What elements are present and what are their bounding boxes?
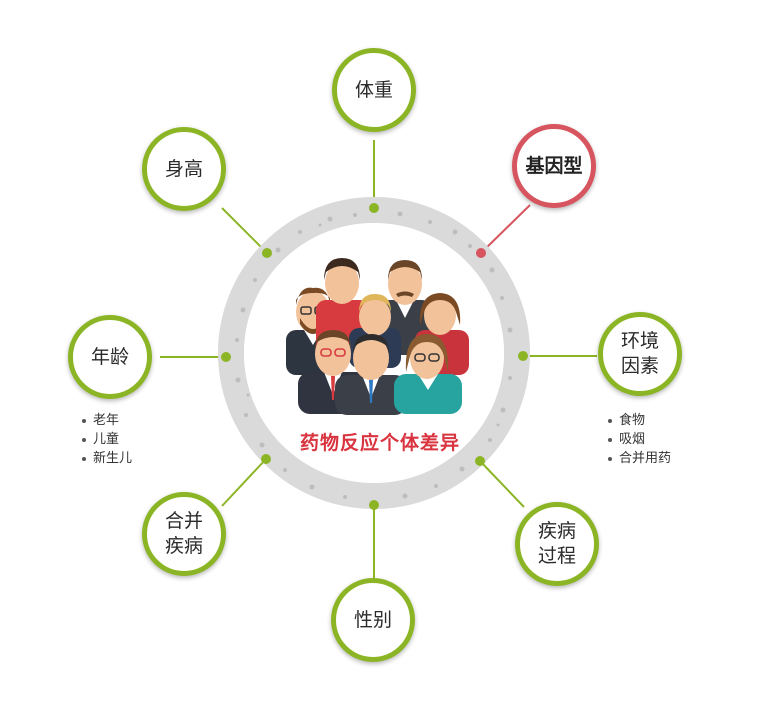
- node-disease-process-label-1: 疾病: [537, 520, 576, 542]
- node-genotype-label: 基因型: [525, 154, 583, 177]
- ring-connector-dots: [221, 203, 528, 510]
- connector-height: [221, 207, 268, 254]
- node-environment: 环境 因素: [598, 312, 682, 396]
- node-height-label: 身高: [164, 157, 203, 180]
- node-age-label: 年龄: [90, 345, 129, 368]
- connector-genotype: [480, 204, 531, 254]
- connector-disease-process: [479, 460, 525, 508]
- list-item: 食物: [606, 411, 671, 430]
- node-environment-label-2: 因素: [620, 355, 659, 377]
- connector-combined-disease: [221, 458, 267, 507]
- node-combined-disease-label-2: 疾病: [164, 535, 203, 557]
- node-combined-disease: 合并 疾病: [142, 492, 226, 576]
- node-combined-disease-label-1: 合并: [164, 510, 203, 532]
- node-sex: 性别: [331, 578, 415, 662]
- node-disease-process: 疾病 过程: [515, 502, 599, 586]
- list-item: 新生儿: [80, 449, 132, 468]
- list-item: 儿童: [80, 430, 132, 449]
- node-weight-label: 体重: [354, 78, 393, 101]
- node-genotype: 基因型: [512, 124, 596, 208]
- list-item: 合并用药: [606, 449, 671, 468]
- environment-sublist: 食物 吸烟 合并用药: [606, 411, 671, 468]
- people-group-illustration: [286, 258, 469, 415]
- ring-speckles: [235, 211, 513, 499]
- node-environment-label-1: 环境: [620, 330, 659, 352]
- node-disease-process-label-2: 过程: [537, 545, 576, 567]
- list-item: 老年: [80, 411, 132, 430]
- node-weight: 体重: [332, 48, 416, 132]
- node-height: 身高: [142, 127, 226, 211]
- person-front-center: [335, 334, 407, 415]
- person-front-right: [394, 334, 462, 414]
- list-item: 吸烟: [606, 430, 671, 449]
- node-sex-label: 性别: [353, 608, 392, 631]
- center-title: 药物反应个体差异: [299, 432, 460, 454]
- age-sublist: 老年 儿童 新生儿: [80, 411, 132, 468]
- node-age: 年龄: [68, 315, 152, 399]
